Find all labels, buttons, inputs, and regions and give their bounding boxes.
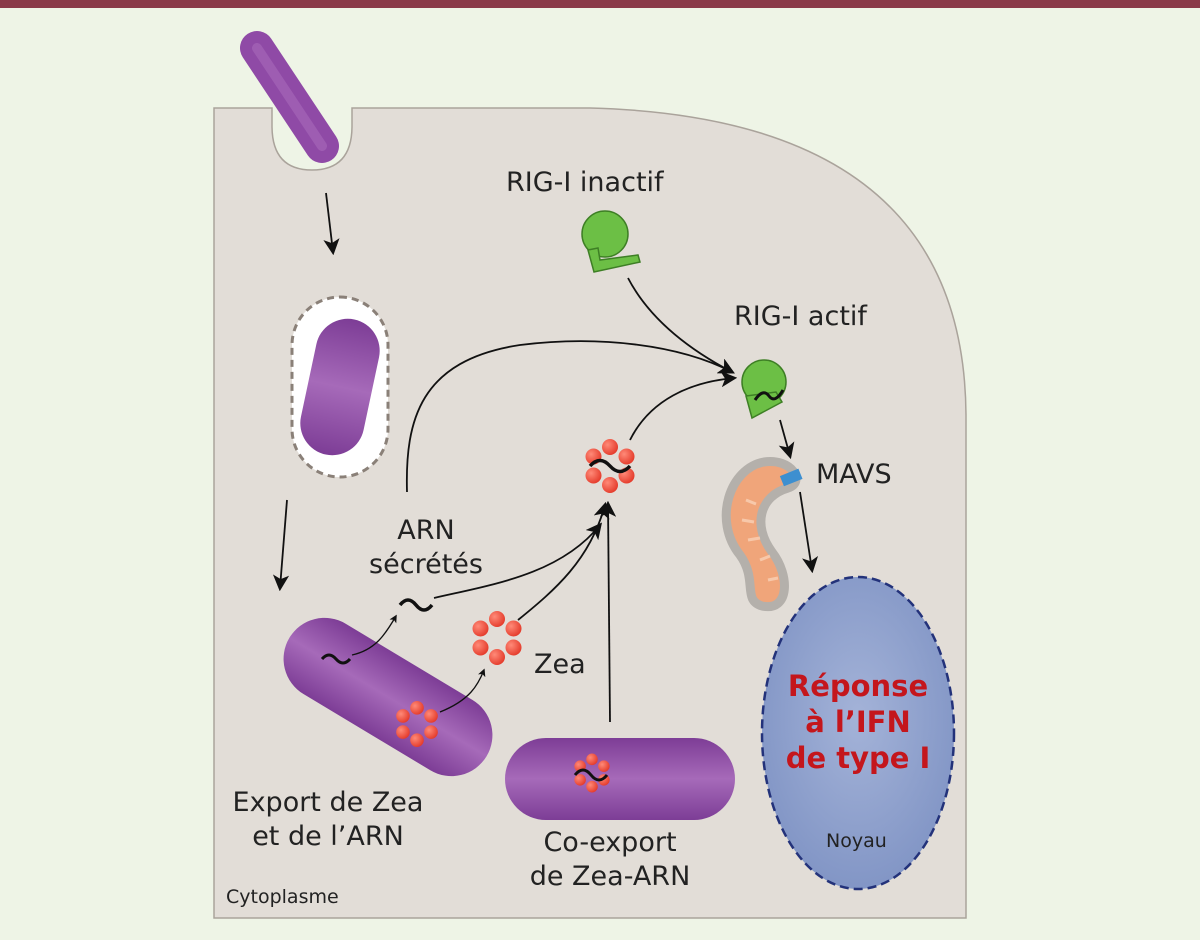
arrow-rig-to-mavs xyxy=(778,419,795,460)
arrow-to-cytoplasm xyxy=(272,499,290,592)
label-response-line2: à l’IFN xyxy=(805,705,911,739)
vacuolar-bacterium xyxy=(300,318,380,456)
arrow-coexport-to-complex xyxy=(600,500,617,723)
label-export-line2: et de l’ARN xyxy=(252,821,404,852)
label-cytoplasm: Cytoplasme xyxy=(226,886,339,908)
mitochondrion xyxy=(721,457,801,612)
entering-bacterium xyxy=(240,31,339,163)
arrow-complex-to-rig xyxy=(629,371,738,441)
rig-i-active xyxy=(741,359,787,420)
label-secreted-rna: ARN sécrétés xyxy=(356,514,496,582)
rna-in-complex xyxy=(573,768,609,782)
vacuole xyxy=(290,295,390,479)
label-rig-inactive: RIG-I inactif xyxy=(506,167,664,198)
label-mavs: MAVS xyxy=(816,459,892,490)
label-ifn-response: Réponse à l’IFN de type I xyxy=(778,668,938,776)
label-arn-line1: ARN xyxy=(397,515,455,546)
arrow-zea-release xyxy=(439,668,486,713)
label-arn-line2: sécrétés xyxy=(369,549,483,580)
label-nucleus: Noyau xyxy=(826,830,887,852)
arrow-zea-to-complex xyxy=(517,501,610,621)
nucleus xyxy=(760,575,956,891)
label-response-line1: Réponse xyxy=(787,669,929,703)
label-export: Export de Zea et de l’ARN xyxy=(220,786,436,854)
label-export-line1: Export de Zea xyxy=(232,787,424,818)
secreted-rna xyxy=(398,598,434,612)
top-bar xyxy=(0,0,1200,8)
label-coexport-line2: de Zea-ARN xyxy=(529,861,691,892)
label-zea: Zea xyxy=(534,649,586,680)
label-rig-active: RIG-I actif xyxy=(734,301,867,332)
arrow-rna-to-complex xyxy=(433,522,603,599)
arrow-rig-activation xyxy=(627,277,735,374)
arrow-mavs-to-nucleus xyxy=(799,491,819,574)
complex-rna xyxy=(588,458,632,474)
label-coexport: Co-export de Zea-ARN xyxy=(510,826,710,894)
mavs-protein xyxy=(779,468,803,487)
rna-strand-in-bacterium xyxy=(320,653,352,665)
rig-i-inactive xyxy=(581,210,641,273)
coexport-bacterium xyxy=(505,738,735,820)
arrow-uptake xyxy=(323,192,340,256)
label-coexport-line1: Co-export xyxy=(543,827,677,858)
label-response-line3: de type I xyxy=(785,741,931,775)
arrow-rna-to-rig xyxy=(405,340,735,493)
arrow-rna-release xyxy=(351,614,397,656)
